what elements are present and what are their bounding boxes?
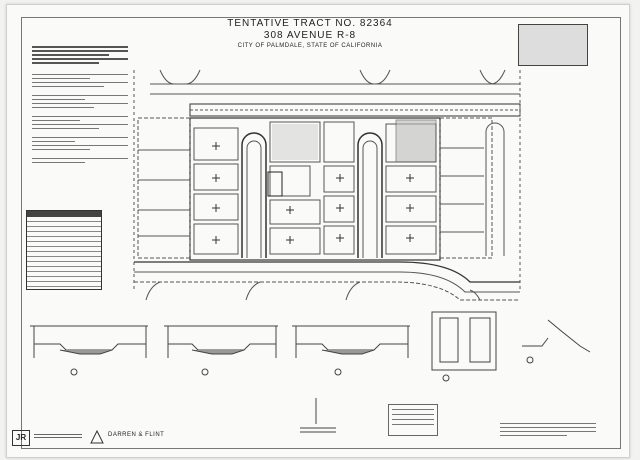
warning-triangle-icon: [90, 430, 104, 444]
firm-logo: JR: [12, 430, 30, 446]
sheet-title-block: TENTATIVE TRACT NO. 82364 308 AVENUE R-8…: [200, 18, 420, 50]
lot-area-table: [26, 210, 102, 290]
vicinity-map: [518, 24, 588, 66]
firm-label: DARREN & FLINT: [108, 432, 165, 438]
tract-title: TENTATIVE TRACT NO. 82364: [227, 18, 393, 29]
sheet-title-block-bottom: [500, 420, 596, 438]
legend-box: [388, 404, 438, 436]
drawing-border: [21, 17, 621, 449]
address-title: 308 AVENUE R-8: [263, 30, 357, 41]
general-notes: [32, 44, 128, 166]
city-state-title: CITY OF PALMDALE, STATE OF CALIFORNIA: [237, 43, 383, 49]
firm-name-block: [34, 432, 82, 440]
drawing-sheet: [6, 4, 630, 458]
street-sections: [30, 311, 591, 433]
